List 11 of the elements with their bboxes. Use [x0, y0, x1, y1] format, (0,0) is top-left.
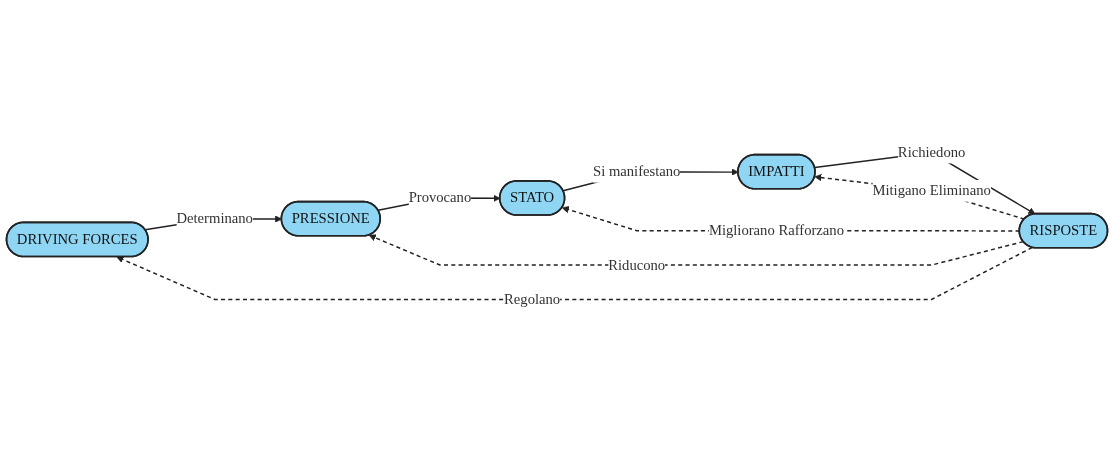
arrow [814, 174, 1026, 220]
edge-label: Determinano [176, 210, 253, 227]
arrow [368, 234, 1025, 266]
edge-label: Riducono [608, 256, 666, 273]
edge-label: Regolano [504, 290, 561, 308]
edge-label: Richiedono [897, 144, 966, 161]
edge-label: Mitigano Eliminano [872, 182, 991, 199]
arrow [116, 246, 1033, 301]
edge-label: Migliorano Rafforzano [708, 222, 844, 239]
edge-label: Provocano [408, 189, 472, 206]
edge-label: Si manifestano [593, 163, 681, 180]
